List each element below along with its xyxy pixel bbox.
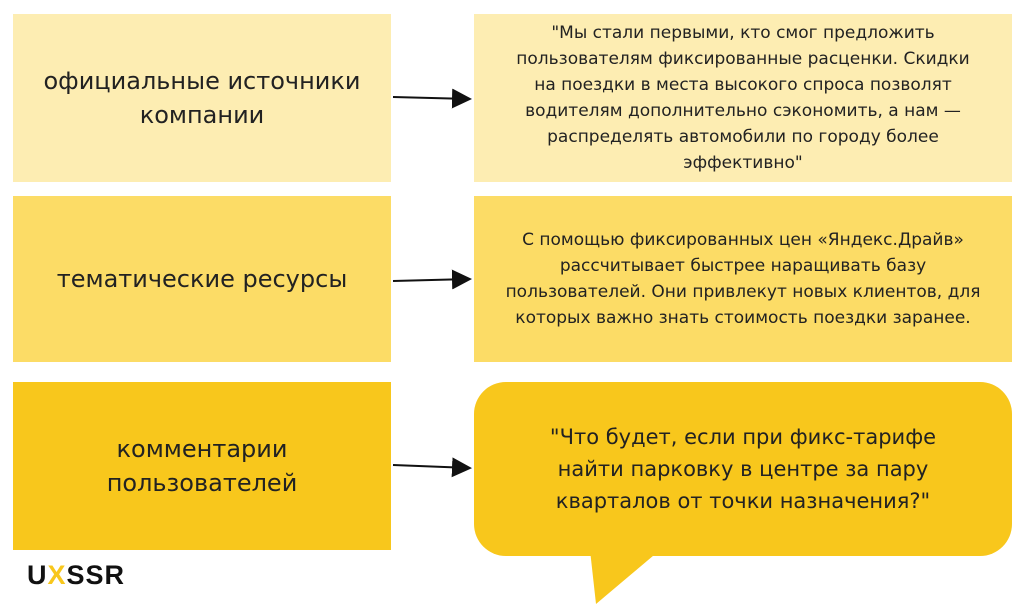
source-user-comments: комментарии пользователей bbox=[13, 382, 391, 550]
source-label: официальные источники компании bbox=[43, 67, 361, 129]
quote-text: "Мы стали первыми, кто смог предложить п… bbox=[516, 23, 970, 173]
quote-text: С помощью фиксированных цен «Яндекс.Драй… bbox=[505, 230, 981, 328]
quote-text: "Что будет, если при фикс-тарифе найти п… bbox=[549, 425, 937, 513]
arrow-row-3 bbox=[392, 457, 472, 478]
source-thematic: тематические ресурсы bbox=[13, 196, 391, 362]
source-label: тематические ресурсы bbox=[56, 265, 348, 293]
source-official: официальные источники компании bbox=[13, 14, 391, 182]
quote-thematic: С помощью фиксированных цен «Яндекс.Драй… bbox=[474, 196, 1012, 362]
uxssr-logo: UXSSR bbox=[27, 560, 126, 590]
quote-official: "Мы стали первыми, кто смог предложить п… bbox=[474, 14, 1012, 182]
speech-bubble-user-comment: "Что будет, если при фикс-тарифе найти п… bbox=[474, 382, 1012, 556]
source-label: комментарии пользователей bbox=[106, 435, 298, 497]
arrow-row-2 bbox=[392, 269, 472, 290]
arrow-row-1 bbox=[392, 88, 472, 109]
speech-bubble-tail bbox=[590, 550, 660, 604]
